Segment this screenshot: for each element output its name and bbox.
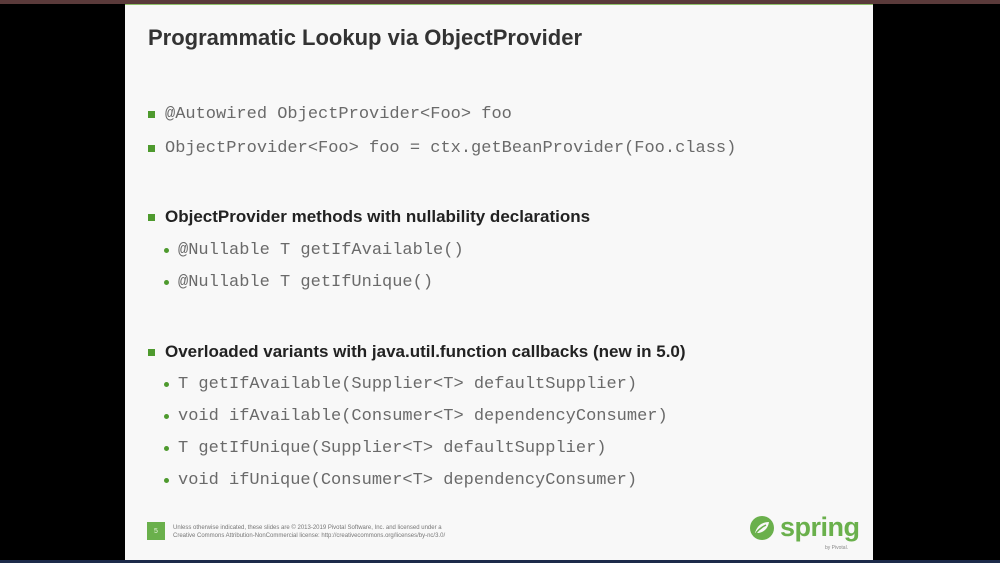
- square-bullet-icon: [148, 145, 155, 152]
- sub-bullet-item: void ifUnique(Consumer<T> dependencyCons…: [148, 471, 637, 490]
- video-bottom-strip: [0, 560, 1000, 563]
- sub-bullet-item: @Nullable T getIfUnique(): [148, 273, 433, 292]
- page-number: 5: [147, 522, 165, 540]
- dot-bullet-icon: [164, 478, 169, 483]
- dot-bullet-icon: [164, 414, 169, 419]
- bullet-text: void ifAvailable(Consumer<T> dependencyC…: [178, 407, 668, 426]
- dot-bullet-icon: [164, 382, 169, 387]
- dot-bullet-icon: [164, 280, 169, 285]
- bullet-text: T getIfUnique(Supplier<T> defaultSupplie…: [178, 439, 607, 458]
- sub-bullet-item: T getIfAvailable(Supplier<T> defaultSupp…: [148, 375, 637, 394]
- square-bullet-icon: [148, 111, 155, 118]
- bullet-text: void ifUnique(Consumer<T> dependencyCons…: [178, 471, 638, 490]
- bullet-text: ObjectProvider<Foo> foo = ctx.getBeanPro…: [165, 139, 737, 158]
- bullet-heading: ObjectProvider methods with nullability …: [148, 207, 590, 227]
- dot-bullet-icon: [164, 248, 169, 253]
- bullet-text: @Nullable T getIfUnique(): [178, 273, 434, 292]
- square-bullet-icon: [148, 348, 155, 356]
- bullet-text: Overloaded variants with java.util.funct…: [165, 342, 686, 361]
- logo-byline: by Pivotal.: [825, 545, 849, 551]
- bullet-item: @Autowired ObjectProvider<Foo> foo: [148, 105, 512, 124]
- bullet-text: ObjectProvider methods with nullability …: [165, 207, 591, 226]
- bullet-heading: Overloaded variants with java.util.funct…: [148, 342, 686, 362]
- spring-leaf-icon: [750, 515, 774, 540]
- bullet-text: @Autowired ObjectProvider<Foo> foo: [165, 105, 512, 124]
- license-line: Creative Commons Attribution-NonCommerci…: [173, 533, 446, 539]
- logo-text: spring: [780, 512, 860, 542]
- bullet-text: T getIfAvailable(Supplier<T> defaultSupp…: [178, 375, 638, 394]
- sub-bullet-item: T getIfUnique(Supplier<T> defaultSupplie…: [148, 439, 606, 458]
- bullet-text: @Nullable T getIfAvailable(): [178, 241, 464, 260]
- sub-bullet-item: @Nullable T getIfAvailable(): [148, 241, 464, 260]
- slide-title: Programmatic Lookup via ObjectProvider: [148, 25, 583, 50]
- spring-logo: spring: [748, 512, 860, 543]
- sub-bullet-item: void ifAvailable(Consumer<T> dependencyC…: [148, 407, 668, 426]
- bullet-item: ObjectProvider<Foo> foo = ctx.getBeanPro…: [148, 139, 736, 158]
- dot-bullet-icon: [164, 446, 169, 451]
- slide: Programmatic Lookup via ObjectProvider @…: [125, 4, 873, 561]
- square-bullet-icon: [148, 213, 155, 221]
- video-top-strip: [0, 0, 1000, 4]
- license-line: Unless otherwise indicated, these slides…: [173, 525, 442, 531]
- license-text: Unless otherwise indicated, these slides…: [173, 524, 445, 540]
